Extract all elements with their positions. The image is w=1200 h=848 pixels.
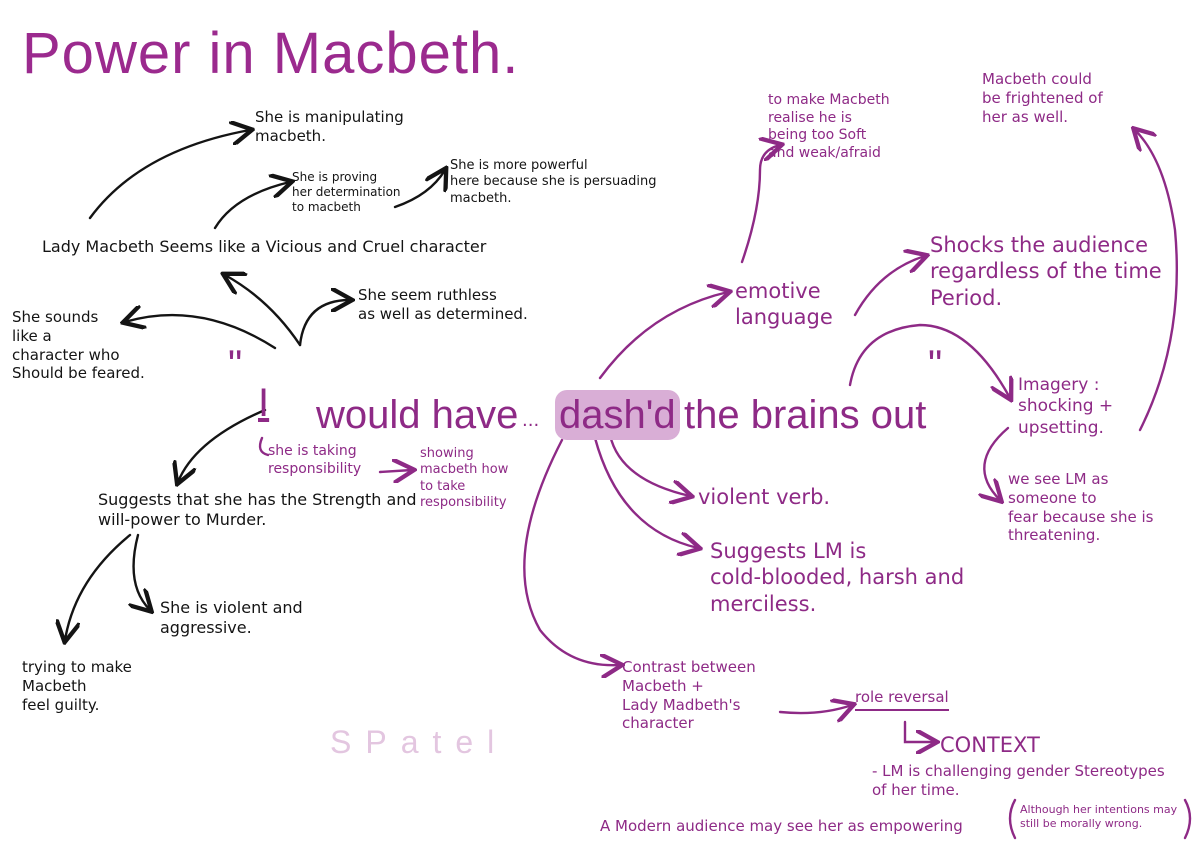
arrow-to-contrast bbox=[523, 438, 620, 665]
arrow-to-emotive bbox=[598, 292, 728, 380]
quote-open-mark: " bbox=[228, 343, 243, 387]
note-shocks-audience: Shocks the audience regardless of the ti… bbox=[930, 233, 1162, 310]
arrow-to-violent bbox=[134, 533, 150, 610]
arrow-to-shocks bbox=[853, 256, 925, 317]
note-feared: She sounds like a character who Should b… bbox=[12, 308, 145, 383]
note-stereotypes: - LM is challenging gender Stereotypes o… bbox=[872, 762, 1165, 799]
arrow-to-strength bbox=[178, 408, 267, 482]
quote-ellipsis: ... bbox=[522, 410, 540, 431]
arrow-to-imagery bbox=[848, 323, 1010, 398]
watermark-signature: SPatel bbox=[330, 724, 509, 760]
note-context: CONTEXT bbox=[940, 733, 1040, 757]
page-title: Power in Macbeth. bbox=[22, 21, 520, 86]
arrow-contrast-to-role bbox=[778, 705, 852, 713]
note-modern-audience: A Modern audience may see her as empower… bbox=[600, 817, 963, 835]
arrow-to-ruthless bbox=[298, 300, 350, 347]
note-vicious: Lady Macbeth Seems like a Vicious and Cr… bbox=[42, 237, 487, 256]
arrow-to-violent-verb bbox=[608, 433, 690, 496]
note-strength: Suggests that she has the Strength and w… bbox=[98, 490, 417, 529]
quote-part-2: the brains out bbox=[684, 393, 927, 437]
bracket-although bbox=[1008, 798, 1192, 840]
note-ruthless: She seem ruthless as well as determined. bbox=[358, 286, 528, 323]
note-proving: She is proving her determination to macb… bbox=[292, 170, 401, 214]
arrow-to-proving bbox=[213, 182, 290, 230]
arrow-to-suggests-lm bbox=[593, 436, 698, 548]
arrow-up-to-vicious bbox=[225, 275, 302, 347]
quote-word-i: I bbox=[258, 381, 270, 425]
arrow-to-guilty bbox=[65, 533, 132, 640]
arrow-to-more-powerful bbox=[393, 170, 445, 209]
note-frightened: Macbeth could be frightened of her as we… bbox=[982, 70, 1103, 126]
arrow-imagery-to-frightened bbox=[1135, 130, 1178, 432]
quote-part-1: would have bbox=[316, 393, 519, 437]
note-imagery: Imagery : shocking + upsetting. bbox=[1018, 375, 1114, 438]
note-more-powerful: She is more powerful here because she is… bbox=[450, 158, 657, 206]
note-emotive-language: emotive language bbox=[735, 279, 833, 330]
arrow-to-see-lm bbox=[984, 426, 1010, 500]
quote-highlight-word: dash'd bbox=[555, 390, 680, 440]
note-manipulating: She is manipulating macbeth. bbox=[255, 108, 404, 145]
quote-close-mark: " bbox=[928, 343, 943, 387]
note-see-lm: we see LM as someone to fear because she… bbox=[1008, 470, 1154, 545]
note-suggests-lm: Suggests LM is cold-blooded, harsh and m… bbox=[710, 539, 965, 616]
note-violent-verb: violent verb. bbox=[698, 485, 831, 509]
note-violent: She is violent and aggressive. bbox=[160, 598, 303, 637]
note-taking-responsibility: she is taking responsibility bbox=[268, 443, 362, 477]
note-guilty: trying to make Macbeth feel guilty. bbox=[22, 658, 132, 714]
note-realise: to make Macbeth realise he is being too … bbox=[768, 92, 890, 161]
arrow-to-feared bbox=[125, 315, 277, 350]
note-role-reversal: role reversal bbox=[855, 688, 949, 711]
hook-taking-resp bbox=[258, 436, 270, 457]
arrow-role-to-context bbox=[903, 720, 935, 742]
arrow-to-manipulating bbox=[88, 130, 250, 220]
note-although: Although her intentions may still be mor… bbox=[1020, 803, 1178, 830]
arrow-to-realise bbox=[740, 145, 780, 264]
arrow-taking-to-showing bbox=[378, 470, 412, 472]
note-showing-macbeth: showing macbeth how to take responsibili… bbox=[420, 446, 509, 510]
note-contrast: Contrast between Macbeth + Lady Madbeth'… bbox=[622, 658, 756, 733]
